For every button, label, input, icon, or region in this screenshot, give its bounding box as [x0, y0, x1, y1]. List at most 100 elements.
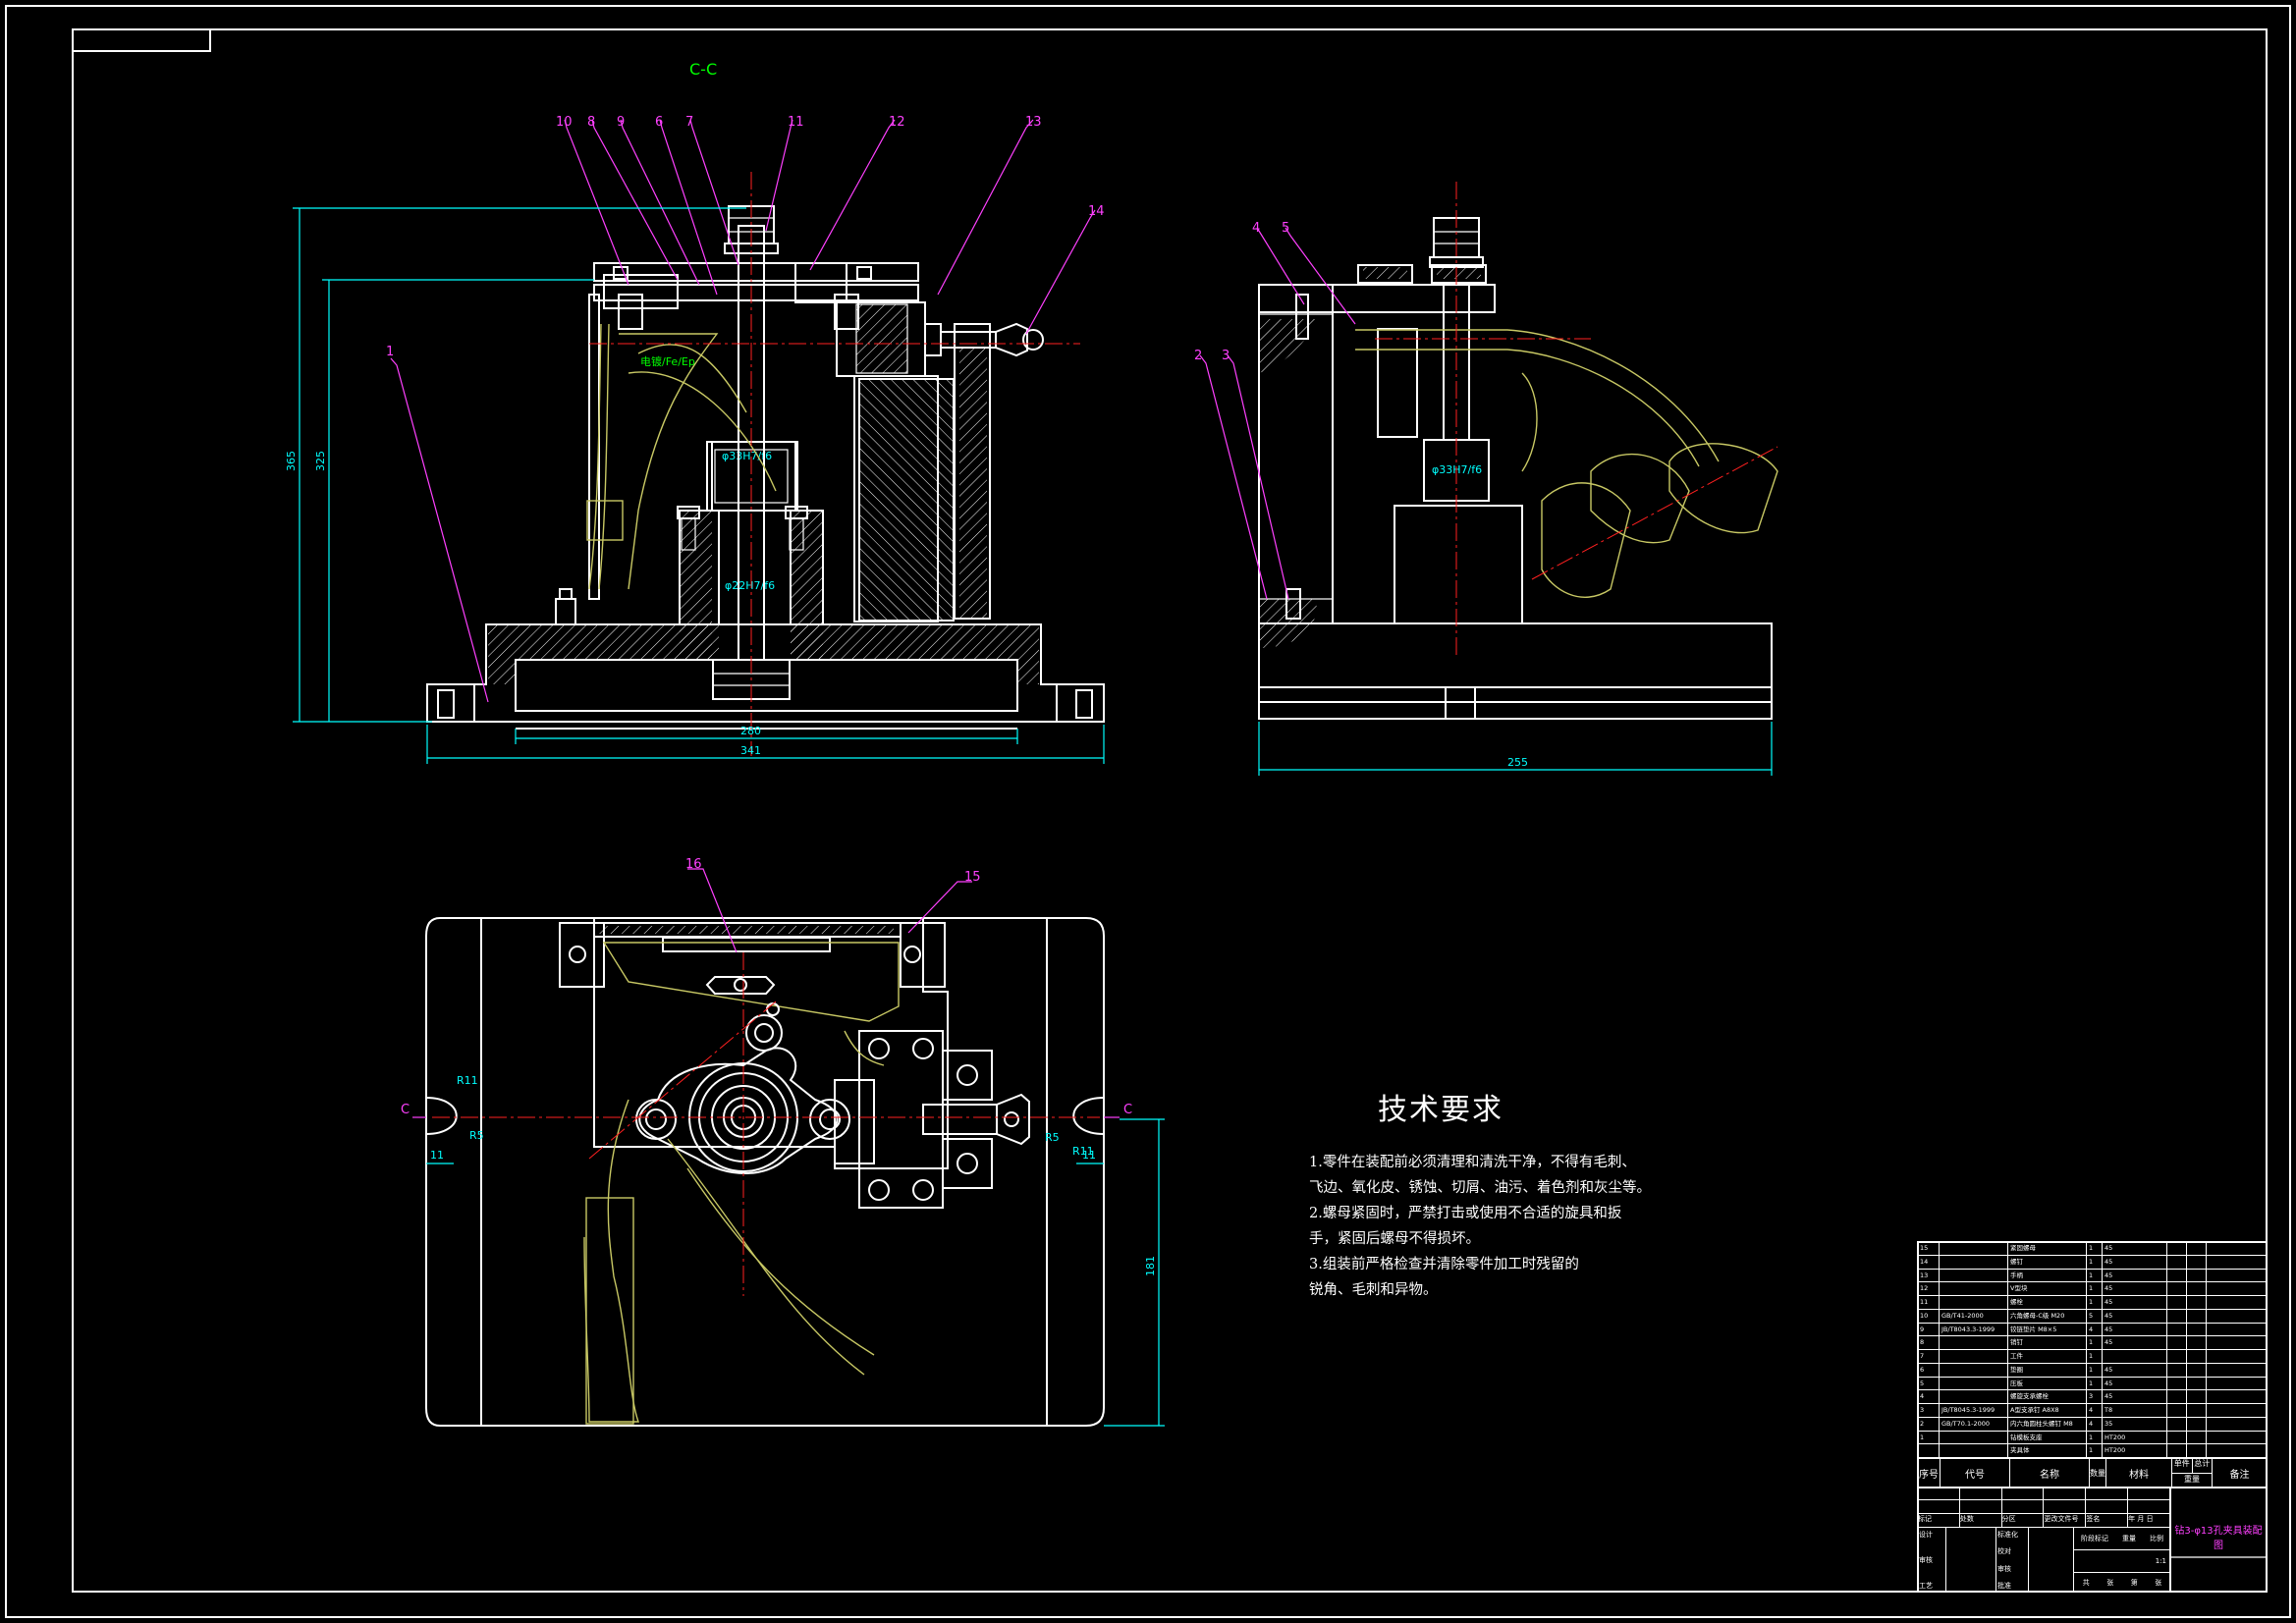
- parts-list-cell: [2187, 1269, 2207, 1282]
- parts-list-cell: GB/T41-2000: [1940, 1309, 2008, 1323]
- parts-list-cell: [2207, 1242, 2267, 1255]
- parts-list-cell: [1940, 1255, 2008, 1269]
- parts-list-cell: 5: [2087, 1309, 2103, 1323]
- parts-list-cell: [1940, 1390, 2008, 1403]
- sheet-label: 张: [2106, 1579, 2114, 1587]
- dim-255: 255: [1507, 756, 1528, 769]
- parts-list-cell: [2207, 1296, 2267, 1309]
- parts-list-cell: [2167, 1296, 2187, 1309]
- part-label-10: 10: [556, 115, 573, 130]
- parts-list-cell: 1: [2087, 1296, 2103, 1309]
- parts-list-cell: [1940, 1363, 2008, 1377]
- parts-list-cell: [2103, 1350, 2167, 1363]
- parts-list-cell: [2167, 1350, 2187, 1363]
- parts-list-cell: [2187, 1417, 2207, 1431]
- sign-label: 标记: [1918, 1513, 1960, 1527]
- parts-list-cell: 钻模板支座: [2008, 1431, 2087, 1444]
- parts-list-cell: GB/T70.1-2000: [1940, 1417, 2008, 1431]
- parts-list-cell: 11: [1918, 1296, 1940, 1309]
- part-label-16: 16: [685, 857, 702, 872]
- tech-req-line: 锐角、毛刺和异物。: [1309, 1282, 1438, 1298]
- parts-list-cell: 15: [1918, 1242, 1940, 1255]
- parts-list-cell: JB/T8045.3-1999: [1940, 1404, 2008, 1417]
- parts-list-cell: [2207, 1350, 2267, 1363]
- slot-dim-left: 11: [430, 1149, 444, 1162]
- radius-r5-right: R5: [1045, 1131, 1060, 1144]
- parts-list-cell: [2167, 1269, 2187, 1282]
- parts-list-cell: HT200: [2103, 1431, 2167, 1444]
- parts-list-cell: 45: [2103, 1309, 2167, 1323]
- parts-list-cell: [1940, 1350, 2008, 1363]
- parts-list-cell: [2187, 1255, 2207, 1269]
- tech-requirements-title: 技术要求: [1378, 1093, 1503, 1127]
- part-label-12: 12: [889, 115, 905, 130]
- parts-list-cell: 1: [2087, 1255, 2103, 1269]
- parts-list-cell: [2167, 1255, 2187, 1269]
- front-section-view: C-C φ33H7/f6 φ22H7/f6: [285, 60, 1105, 764]
- role-label: 批准: [1997, 1581, 2011, 1590]
- part-label-1: 1: [386, 345, 394, 359]
- tech-req-line: 1.零件在装配前必须清理和清洗干净，不得有毛刺、: [1309, 1155, 1636, 1170]
- parts-list-cell: 9: [1918, 1323, 1940, 1336]
- parts-list-cell: [2167, 1323, 2187, 1336]
- parts-list-cell: [2167, 1404, 2187, 1417]
- parts-list-cell: HT200: [2103, 1444, 2167, 1457]
- parts-list-cell: 45: [2103, 1242, 2167, 1255]
- parts-list-cell: 6: [1918, 1363, 1940, 1377]
- parts-list-cell: [2207, 1310, 2267, 1323]
- parts-list-cell: 7: [1918, 1350, 1940, 1363]
- parts-list-cell: [1940, 1282, 2008, 1295]
- part-label-8: 8: [587, 115, 595, 130]
- parts-list-cell: 销钉: [2008, 1336, 2087, 1349]
- parts-list-cell: 螺栓: [2008, 1296, 2087, 1309]
- parts-list-cell: 45: [2103, 1323, 2167, 1336]
- parts-list-cell: 2: [1918, 1417, 1940, 1431]
- part-label-5: 5: [1282, 221, 1289, 236]
- part-label-9: 9: [617, 115, 625, 130]
- part-label-7: 7: [685, 115, 693, 130]
- parts-list-cell: 螺旋支承螺栓: [2008, 1390, 2087, 1403]
- parts-list-cell: 手柄: [2008, 1269, 2087, 1282]
- part-label-14: 14: [1088, 204, 1105, 219]
- sheet-label: 第: [2130, 1579, 2138, 1587]
- parts-list-cell: [2167, 1431, 2187, 1444]
- stage-label: 比例: [2150, 1535, 2163, 1542]
- parts-list-cell: [2207, 1270, 2267, 1282]
- dim-341: 341: [740, 744, 761, 757]
- parts-list-cell: 铰链垫片 M8×5: [2008, 1323, 2087, 1336]
- parts-list-cell: [2167, 1377, 2187, 1390]
- sign-label: 分区: [2002, 1513, 2045, 1527]
- parts-list-cell: [2207, 1256, 2267, 1269]
- parts-list-cell: [2207, 1324, 2267, 1336]
- part-label-4: 4: [1252, 221, 1260, 236]
- parts-list-cell: [2207, 1390, 2267, 1403]
- parts-list-cell: 45: [2103, 1296, 2167, 1309]
- parts-list-cell: [2187, 1282, 2207, 1295]
- header-cell: 数量: [2090, 1458, 2106, 1488]
- parts-list-cell: 35: [2103, 1417, 2167, 1431]
- parts-list-cell: 1: [2087, 1350, 2103, 1363]
- dim-181: 181: [1144, 1256, 1157, 1276]
- parts-list-cell: [2187, 1431, 2207, 1444]
- parts-list-cell: [2167, 1336, 2187, 1349]
- parts-list-cell: [2167, 1309, 2187, 1323]
- parts-list-cell: [1918, 1444, 1940, 1457]
- parts-list-cell: 4: [2087, 1417, 2103, 1431]
- parts-list-cell: [1940, 1242, 2008, 1255]
- part-label-2: 2: [1194, 349, 1202, 363]
- stage-label: 阶段标记: [2081, 1535, 2108, 1542]
- signoff-area: 标记 处数 分区 更改文件号 签名 年 月 日 设计 审核 工艺 标准化 校对 …: [1918, 1488, 2170, 1593]
- role-label: 校对: [1997, 1547, 2011, 1556]
- parts-list-cell: [2187, 1350, 2207, 1363]
- parts-list-cell: [2207, 1364, 2267, 1377]
- parts-list-cell: [2187, 1444, 2207, 1457]
